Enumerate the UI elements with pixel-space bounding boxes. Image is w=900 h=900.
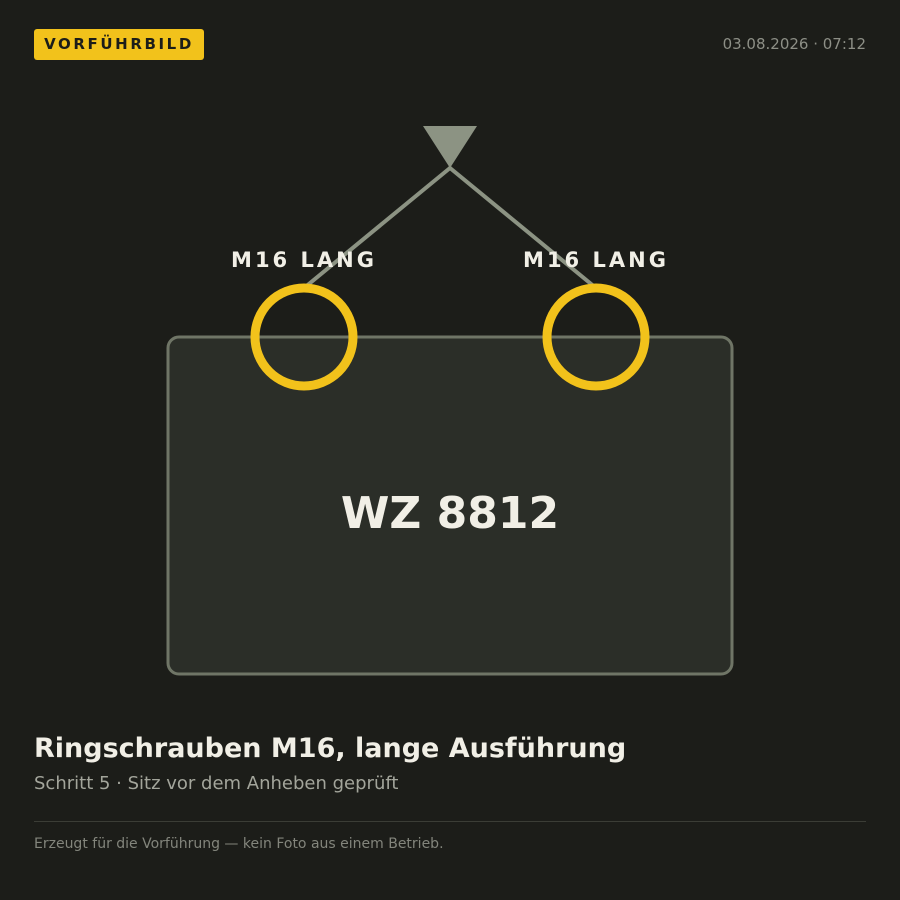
sling-right — [448, 166, 598, 290]
divider — [34, 821, 866, 822]
bolt-left-label: M16 LANG — [231, 248, 377, 272]
eye-bolt-left — [250, 283, 358, 391]
timestamp: 03.08.2026 · 07:12 — [722, 35, 866, 53]
demo-badge: VORFÜHRBILD — [34, 29, 204, 60]
lifting-diagram: M16 LANG M16 LANG WZ 8812 — [166, 126, 734, 676]
bolt-right-label: M16 LANG — [523, 248, 669, 272]
hook-triangle-icon — [423, 126, 477, 168]
part-id: WZ 8812 — [341, 488, 559, 539]
eye-bolt-right — [542, 283, 650, 391]
footer-note: Erzeugt für die Vorführung — kein Foto a… — [34, 836, 444, 852]
sling-left — [302, 166, 452, 290]
workpiece — [166, 335, 734, 676]
caption-subtitle: Schritt 5 · Sitz vor dem Anheben geprüft — [34, 773, 399, 794]
caption-title: Ringschrauben M16, lange Ausführung — [34, 733, 627, 764]
